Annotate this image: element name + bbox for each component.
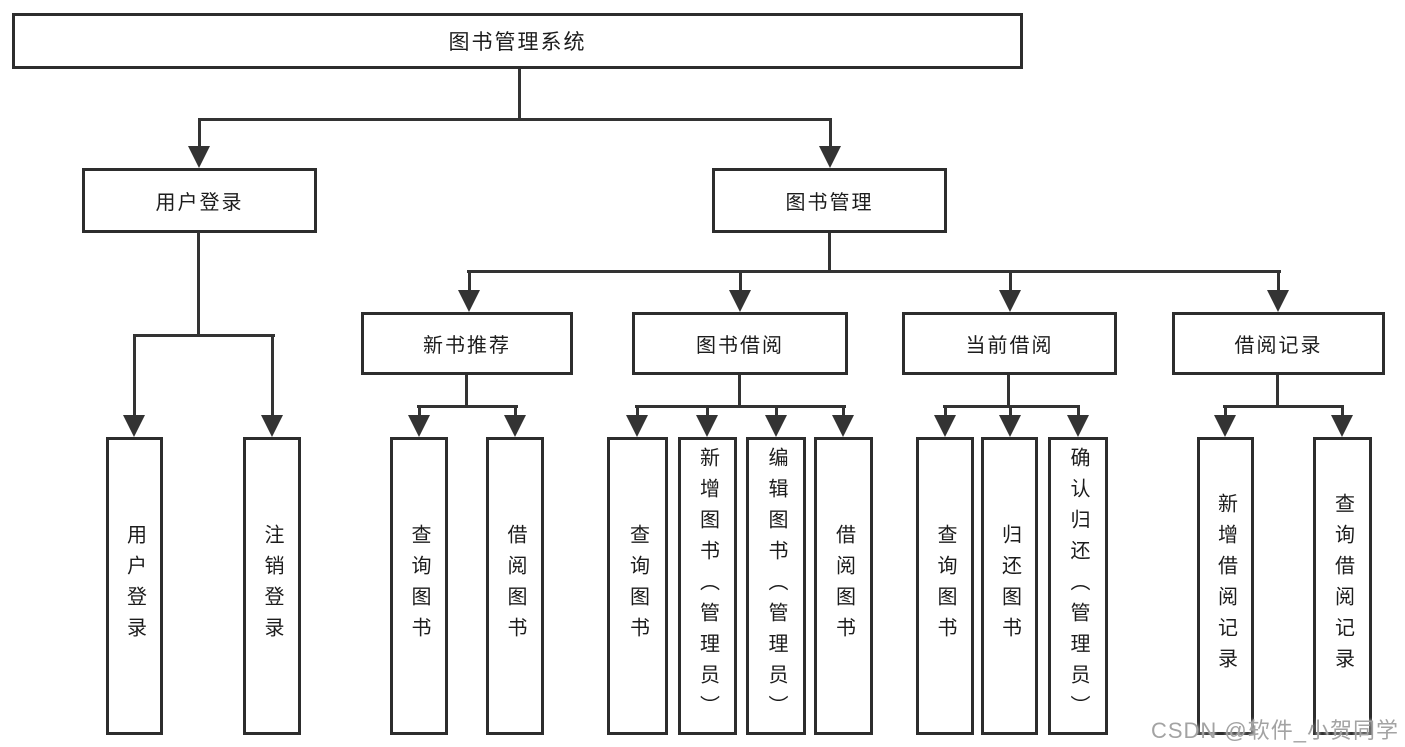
node-label: 查询图书: [408, 524, 430, 648]
node-user-login: 用户登录: [82, 168, 317, 233]
down-arrow-icon: [1214, 407, 1236, 437]
node-label: 确认归还（管理员）: [1067, 446, 1089, 726]
down-arrow-icon: [765, 407, 787, 437]
node-label: 查询借阅记录: [1331, 493, 1354, 679]
connector-line: [198, 118, 832, 121]
node-label: 新书推荐: [423, 335, 511, 357]
node-add-books-admin: 新增图书（管理员）: [678, 437, 737, 735]
down-arrow-icon: [999, 272, 1021, 312]
down-arrow-icon: [123, 336, 145, 437]
node-label: 注销登录: [261, 524, 283, 648]
down-arrow-icon: [626, 407, 648, 437]
node-add-borrow-record: 新增借阅记录: [1197, 437, 1254, 735]
node-query-borrow-record: 查询借阅记录: [1313, 437, 1372, 735]
node-logout-action: 注销登录: [243, 437, 301, 735]
down-arrow-icon: [819, 120, 841, 168]
node-borrowing-records: 借阅记录: [1172, 312, 1385, 375]
connector-line: [465, 375, 468, 407]
node-label: 归还图书: [998, 524, 1021, 648]
node-book-management: 图书管理: [712, 168, 947, 233]
down-arrow-icon: [832, 407, 854, 437]
node-label: 新增图书（管理员）: [696, 446, 719, 726]
node-label: 借阅记录: [1234, 335, 1323, 357]
node-label: 编辑图书（管理员）: [765, 446, 787, 726]
connector-line: [738, 375, 741, 407]
connector-line: [197, 232, 200, 336]
connector-line: [943, 405, 1080, 408]
node-library-management-system: 图书管理系统: [12, 13, 1023, 69]
node-label: 查询图书: [934, 524, 956, 648]
csdn-watermark: CSDN @软件_小贺同学: [1150, 718, 1399, 743]
connector-line: [467, 270, 1281, 273]
node-label: 用户登录: [155, 192, 244, 214]
node-label: 用户登录: [123, 524, 146, 648]
down-arrow-icon: [1067, 407, 1089, 437]
down-arrow-icon: [188, 120, 210, 168]
node-label: 当前借阅: [965, 335, 1054, 357]
node-label: 查询图书: [626, 524, 649, 648]
connector-line: [1223, 405, 1344, 408]
node-new-book-recommendation: 新书推荐: [361, 312, 573, 375]
down-arrow-icon: [458, 272, 480, 312]
down-arrow-icon: [408, 407, 430, 437]
down-arrow-icon: [1331, 407, 1353, 437]
down-arrow-icon: [999, 407, 1021, 437]
connector-line: [1276, 375, 1279, 407]
node-edit-books-admin: 编辑图书（管理员）: [746, 437, 806, 735]
node-return-books: 归还图书: [981, 437, 1038, 735]
node-borrow-books: 借阅图书: [814, 437, 873, 735]
connector-line: [417, 405, 518, 408]
down-arrow-icon: [696, 407, 718, 437]
down-arrow-icon: [261, 336, 283, 437]
down-arrow-icon: [504, 407, 526, 437]
node-current-borrowing: 当前借阅: [902, 312, 1117, 375]
node-query-books-recommend: 查询图书: [390, 437, 448, 735]
node-user-login-action: 用户登录: [106, 437, 163, 735]
node-label: 新增借阅记录: [1214, 493, 1237, 679]
node-label: 图书管理: [785, 192, 874, 214]
connector-line: [635, 405, 846, 408]
node-label: 图书管理系统: [448, 31, 587, 54]
down-arrow-icon: [934, 407, 956, 437]
connector-line: [518, 69, 521, 120]
node-query-books-borrow: 查询图书: [607, 437, 668, 735]
node-confirm-return-admin: 确认归还（管理员）: [1048, 437, 1108, 735]
connector-line: [828, 233, 831, 272]
node-book-borrowing: 图书借阅: [632, 312, 848, 375]
node-label: 借阅图书: [504, 524, 526, 648]
node-borrow-books-recommend: 借阅图书: [486, 437, 544, 735]
down-arrow-icon: [729, 272, 751, 312]
connector-line: [1007, 375, 1010, 407]
node-query-books-current: 查询图书: [916, 437, 974, 735]
node-label: 借阅图书: [832, 524, 855, 648]
down-arrow-icon: [1267, 272, 1289, 312]
connector-line: [133, 334, 275, 337]
node-label: 图书借阅: [696, 335, 784, 357]
